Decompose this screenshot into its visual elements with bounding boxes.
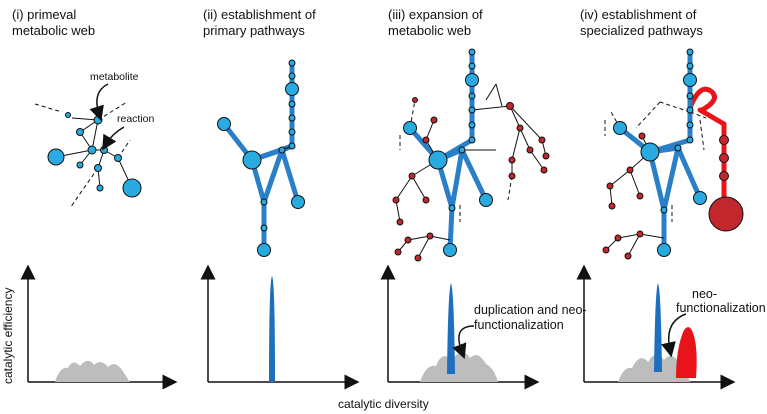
y-axis-label: catalytic efficiency — [1, 288, 15, 385]
panel-2-title-line1: (ii) establishment of — [203, 7, 316, 22]
reaction-label: reaction — [117, 113, 155, 125]
reaction-pointer-arrow — [102, 126, 125, 151]
panel-2-title-line2: primary pathways — [203, 23, 305, 38]
panel-3-annotation-line2: functionalization — [474, 318, 564, 332]
panel-1-title-line2: metabolic web — [12, 23, 95, 38]
panel-1-title-line1: (i) primeval — [12, 7, 76, 22]
panel-4-plot — [576, 264, 736, 390]
panel-1-plot — [20, 264, 178, 390]
panel-4-annotation-line2: functionalization — [676, 301, 766, 315]
panel-3-annotation-arrow — [452, 325, 475, 360]
panel-3-title-line2: metabolic web — [388, 23, 471, 38]
metabolite-pointer-arrow — [89, 83, 109, 122]
panel-1-title: (i) primeval metabolic web — [12, 7, 95, 38]
panel-3-title: (iii) expansion of metabolic web — [388, 7, 483, 38]
x-axis-label: catalytic diversity — [338, 397, 429, 411]
panel-4-title-line2: specialized pathways — [580, 23, 703, 38]
panel-3-network — [392, 48, 550, 262]
metabolite-label: metabolite — [90, 71, 139, 83]
panel-2-network — [217, 59, 305, 257]
panel-4-annotation-arrow — [661, 313, 687, 358]
panel-4-title: (iv) establishment of specialized pathwa… — [580, 7, 703, 38]
panel-4-network — [602, 48, 744, 260]
panel-3-annotation-line1: duplication and neo- — [474, 303, 587, 317]
panel-4-title-line1: (iv) establishment of — [580, 7, 697, 22]
panel-3-plot — [380, 264, 540, 390]
panel-1-network: metabolite reaction — [34, 71, 155, 209]
panel-2-title: (ii) establishment of primary pathways — [203, 7, 316, 38]
panel-2-plot — [200, 264, 360, 390]
panel-4-annotation-line1: neo- — [692, 287, 717, 301]
panel-3-title-line1: (iii) expansion of — [388, 7, 483, 22]
